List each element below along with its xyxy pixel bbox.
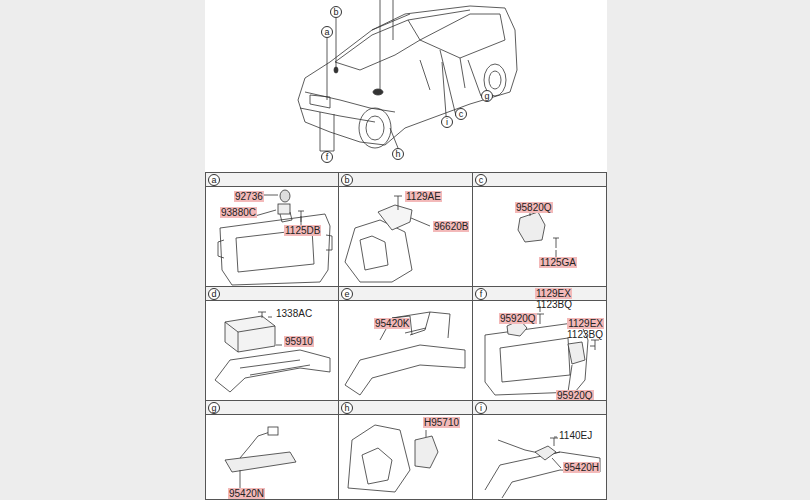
part-number: 1125GA bbox=[539, 257, 577, 268]
callout-letter: a bbox=[321, 26, 333, 38]
panel-letter: e bbox=[341, 288, 353, 300]
panel-letter: g bbox=[208, 402, 220, 414]
part-number: 93880C bbox=[220, 207, 257, 218]
parts-panel: b 1129AE 96620B bbox=[338, 172, 473, 287]
panel-letter: d bbox=[208, 288, 220, 300]
panel-letter: h bbox=[341, 402, 353, 414]
part-number: 1129AE bbox=[405, 191, 442, 202]
part-number: 1140EJ bbox=[558, 430, 593, 441]
part-number: 1129EX bbox=[567, 318, 604, 329]
parts-panel: f1129EX1123BQ95920Q1129EX1123BQ95920Q bbox=[472, 286, 607, 401]
part-number: H95710 bbox=[423, 417, 460, 428]
part-number: 95820Q bbox=[515, 202, 553, 213]
panel-letter: f bbox=[475, 288, 487, 300]
panel-header bbox=[206, 173, 338, 187]
parts-panel: a 92736 93880C 1125DB bbox=[205, 172, 339, 287]
callout-letter: b bbox=[330, 6, 342, 18]
part-number: 92736 bbox=[234, 191, 264, 202]
part-number: 96620B bbox=[433, 221, 469, 232]
parts-panel: e 95420K bbox=[338, 286, 473, 401]
parts-panel: d 1338AC 95910 bbox=[205, 286, 339, 401]
parts-panel: c 95820Q 1125GA bbox=[472, 172, 607, 287]
part-number: 1123BQ bbox=[535, 299, 573, 310]
panel-header bbox=[206, 401, 338, 415]
part-number: 1129EX bbox=[535, 288, 572, 299]
callout-letter: g bbox=[481, 90, 493, 102]
panel-header bbox=[339, 173, 472, 187]
panel-letter: i bbox=[475, 402, 487, 414]
callout-letter: f bbox=[321, 151, 333, 163]
panel-header bbox=[206, 287, 338, 301]
parts-panel: i 1140EJ 95420H bbox=[472, 400, 607, 500]
part-number: 1123BQ bbox=[566, 329, 604, 340]
part-number: 1338AC bbox=[275, 308, 313, 319]
panel-letter: c bbox=[475, 174, 487, 186]
parts-panel: hH95710 bbox=[338, 400, 473, 500]
callout-letter: h bbox=[392, 148, 404, 160]
part-number: 95420K bbox=[374, 318, 410, 329]
callout-letter: c bbox=[455, 108, 467, 120]
part-number: 1125DB bbox=[284, 225, 321, 236]
panel-header bbox=[473, 401, 606, 415]
part-number: 95910 bbox=[284, 336, 314, 347]
part-number: 95420N bbox=[228, 488, 265, 499]
panel-letter: a bbox=[208, 174, 220, 186]
sheet-ground bbox=[205, 0, 607, 500]
panel-header bbox=[473, 173, 606, 187]
part-number: 95420H bbox=[563, 462, 600, 473]
callout-letter: i bbox=[441, 116, 453, 128]
part-number: 95920Q bbox=[499, 313, 537, 324]
panel-header bbox=[339, 287, 472, 301]
parts-panel: g 95420N bbox=[205, 400, 339, 500]
panel-header bbox=[339, 401, 472, 415]
panel-letter: b bbox=[341, 174, 353, 186]
